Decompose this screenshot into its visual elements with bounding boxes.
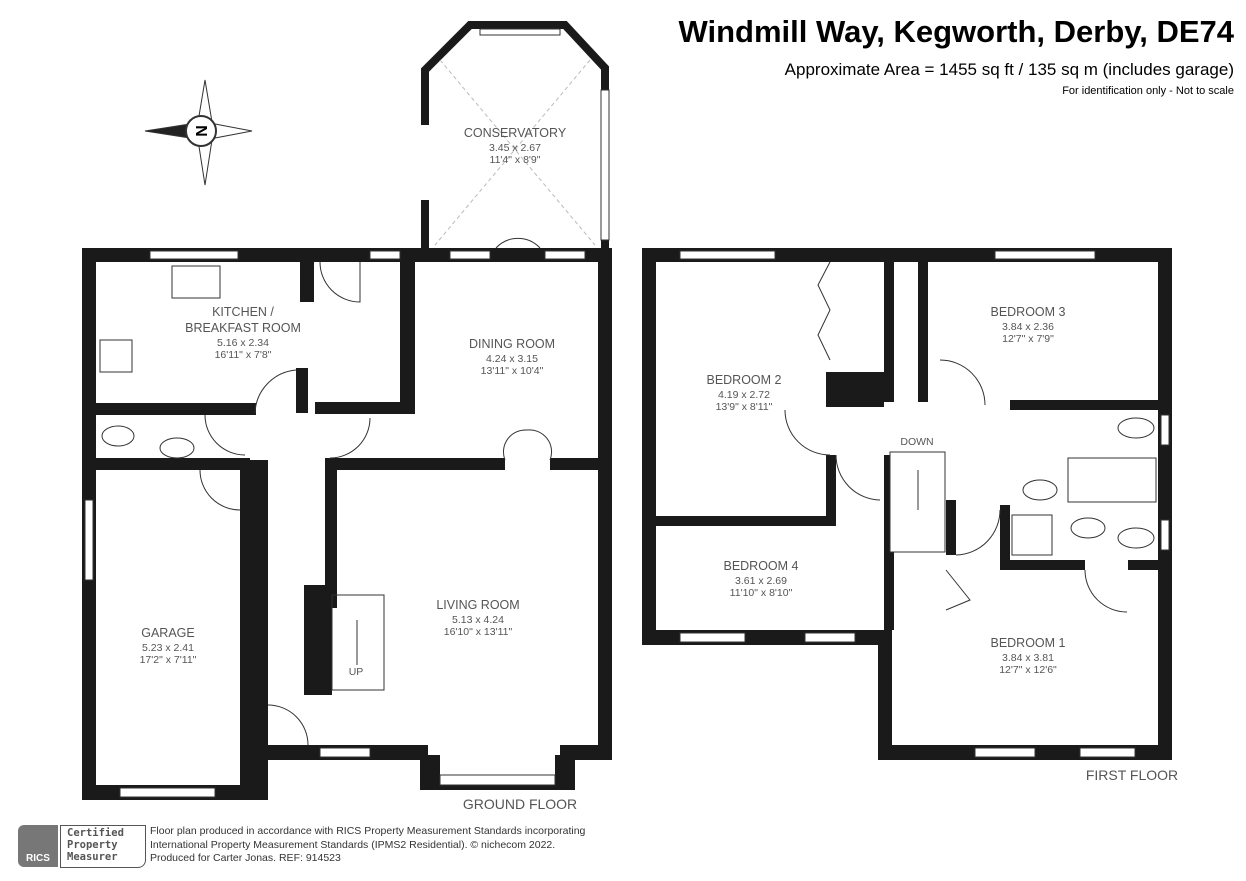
window	[84, 499, 94, 581]
room-size-imperial: 13'11" x 10'4"	[481, 365, 544, 377]
window	[1160, 414, 1170, 446]
double-door	[502, 429, 553, 461]
scale-note: For identification only - Not to scale	[1062, 85, 1234, 97]
footer-line: Floor plan produced in accordance with R…	[150, 825, 586, 837]
window	[974, 747, 1036, 758]
toilet-icon	[1117, 527, 1155, 549]
stairs	[331, 594, 385, 691]
room-size-imperial: 12'7" x 7'9"	[1002, 333, 1054, 345]
door	[204, 414, 246, 456]
room-size-metric: 5.16 x 2.34	[217, 337, 269, 349]
room-size-metric: 4.19 x 2.72	[718, 389, 770, 401]
room-name: BEDROOM 2	[706, 373, 781, 387]
room-size-metric: 3.84 x 3.81	[1002, 652, 1054, 664]
window	[679, 632, 746, 643]
room-name: CONSERVATORY	[464, 126, 567, 140]
window	[544, 250, 586, 260]
window	[319, 747, 371, 758]
door	[945, 569, 971, 611]
window	[600, 89, 610, 241]
room-name: BEDROOM 4	[723, 559, 798, 573]
room-size-metric: 4.24 x 3.15	[486, 353, 538, 365]
toilet-icon	[101, 425, 135, 447]
basin-icon	[1070, 517, 1106, 539]
toilet-icon	[1117, 417, 1155, 439]
footer-line: Produced for Carter Jonas. REF: 914523	[150, 852, 341, 864]
door	[835, 454, 881, 501]
certified-property-measurer-badge: Certified Property Measurer	[60, 825, 146, 868]
garage-door	[119, 787, 216, 798]
room-name: KITCHEN /	[212, 305, 274, 319]
room-name: BEDROOM 3	[990, 305, 1065, 319]
window	[1160, 519, 1170, 551]
door	[199, 469, 241, 511]
room-name: DINING ROOM	[469, 337, 555, 351]
room-size-imperial: 16'11" x 7'8"	[215, 349, 272, 361]
room-size-imperial: 13'9" x 8'11"	[716, 401, 773, 413]
door	[784, 409, 831, 456]
compass-icon: N	[144, 79, 253, 186]
window	[679, 250, 776, 260]
window	[149, 250, 239, 260]
footer-text: Floor plan produced in accordance with R…	[150, 825, 585, 866]
sink-icon	[171, 265, 221, 299]
room-size-imperial: 12'7" x 12'6"	[999, 664, 1057, 676]
room-size-metric: 5.13 x 4.24	[452, 614, 504, 626]
room-size-metric: 5.23 x 2.41	[142, 642, 194, 654]
window	[994, 250, 1096, 260]
shower-icon	[1011, 514, 1053, 556]
door	[495, 237, 541, 249]
compass-north-label: N	[194, 125, 211, 137]
cert-line: Measurer	[67, 851, 118, 863]
room-name: BEDROOM 1	[990, 636, 1065, 650]
door	[319, 261, 361, 303]
floor-label: FIRST FLOOR	[1086, 767, 1178, 783]
hob-icon	[99, 339, 133, 373]
room-size-metric: 3.45 x 2.67	[489, 142, 541, 154]
door	[939, 359, 986, 406]
window	[369, 250, 401, 260]
bath-icon	[1067, 457, 1157, 503]
floor-label: GROUND FLOOR	[463, 796, 577, 812]
cert-line: Certified	[67, 827, 124, 839]
door	[955, 509, 1001, 556]
bay-window	[439, 774, 556, 786]
wardrobe-doors	[817, 261, 831, 361]
window	[804, 632, 856, 643]
property-title: Windmill Way, Kegworth, Derby, DE74	[678, 14, 1234, 49]
door	[254, 369, 297, 414]
stairs-label: DOWN	[900, 436, 933, 448]
cert-line: Property	[67, 839, 118, 851]
room-name: BREAKFAST ROOM	[185, 321, 301, 335]
room-name: GARAGE	[141, 626, 195, 640]
window	[449, 250, 491, 260]
window	[479, 28, 561, 36]
room-size-imperial: 17'2" x 7'11"	[140, 654, 197, 666]
stairs-label: UP	[349, 666, 364, 678]
approximate-area: Approximate Area = 1455 sq ft / 135 sq m…	[784, 60, 1234, 79]
room-size-imperial: 16'10" x 13'11"	[444, 626, 513, 638]
door	[1084, 569, 1128, 613]
basin-icon	[159, 437, 195, 459]
footer-line: International Property Measurement Stand…	[150, 838, 556, 851]
window	[1079, 747, 1136, 758]
door	[267, 704, 309, 746]
room-size-imperial: 11'10" x 8'10"	[730, 587, 793, 599]
room-size-metric: 3.84 x 2.36	[1002, 321, 1054, 333]
room-name: LIVING ROOM	[436, 598, 519, 612]
room-size-imperial: 11'4" x 8'9"	[490, 154, 541, 166]
rics-logo: RICS	[18, 825, 58, 867]
door	[329, 417, 371, 459]
room-size-metric: 3.61 x 2.69	[735, 575, 787, 587]
basin-icon	[1022, 479, 1058, 501]
